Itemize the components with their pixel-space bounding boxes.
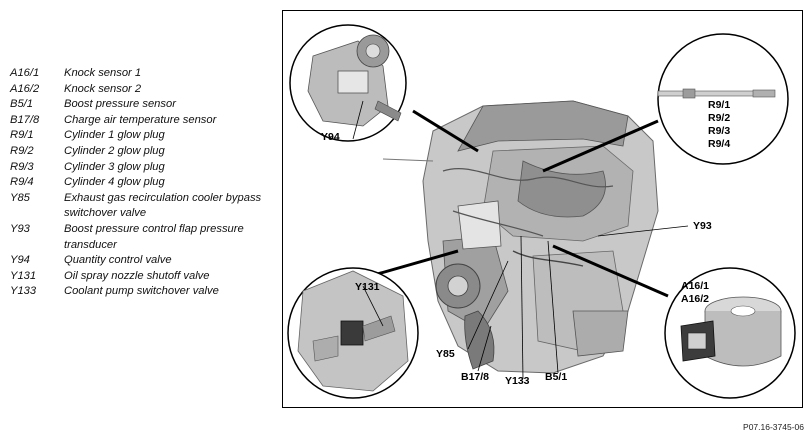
engine-diagram: Y94 R9/1 R9/2 R9/3 R9/4 Y93 A16/1 A16/2 …	[282, 10, 803, 408]
legend-description: Oil spray nozzle shutoff valve	[64, 269, 210, 282]
legend-code: A16/1	[10, 67, 40, 79]
legend-description: Quantity control valve	[64, 254, 172, 267]
legend-description: Charge air temperature sensor	[64, 113, 217, 126]
legend-code: R9/1	[10, 129, 34, 142]
legend-row: A16/1 Knock sensor 1	[10, 66, 275, 82]
callout-y133: Y133	[505, 375, 530, 387]
legend-description: Cylinder 4 glow plug	[64, 176, 165, 189]
legend-code: B17/8	[10, 113, 40, 126]
y131-detail-circle	[287, 249, 459, 399]
callout-a16-2: A16/2	[681, 293, 710, 305]
leader-lines	[352, 100, 689, 380]
callout-y94: Y94	[321, 131, 340, 143]
legend-description: Boost pressure control flap pressure tra…	[64, 222, 244, 251]
legend-row: R9/3 Cylinder 3 glow plug	[10, 160, 275, 176]
legend-code: R9/4	[10, 176, 34, 189]
legend-code: Y93	[10, 222, 30, 235]
legend-description: Cylinder 3 glow plug	[64, 160, 165, 173]
legend-row: Y133 Coolant pump switchover valve	[10, 284, 275, 300]
legend-code: B5/1	[10, 98, 34, 111]
callout-r9-3: R9/3	[708, 125, 731, 137]
legend-row: B17/8 Charge air temperature sensor	[10, 113, 275, 129]
engine-block	[382, 100, 659, 374]
callout-r9-1: R9/1	[708, 99, 731, 111]
callout-a16: A16/1 A16/2	[681, 280, 709, 306]
legend-description: Coolant pump switchover valve	[64, 285, 219, 298]
component-legend: A16/1 Knock sensor 1 A16/2 Knock sensor 2 B5…	[10, 66, 275, 300]
legend-code: R9/2	[10, 144, 34, 157]
legend-description: Exhaust gas recirculation cooler bypass …	[64, 191, 262, 220]
figure-reference-code: P07.16-3745-06	[743, 422, 804, 432]
legend-code: A16/2	[10, 82, 40, 95]
engine-illustration	[287, 24, 796, 399]
legend-code: Y133	[10, 285, 37, 298]
legend-row: Y94 Quantity control valve	[10, 253, 275, 269]
legend-row: A16/2 Knock sensor 2	[10, 82, 275, 98]
callout-r9-2: R9/2	[708, 112, 731, 124]
legend-row: R9/2 Cylinder 2 glow plug	[10, 144, 275, 160]
legend-description: Knock sensor 2	[64, 82, 142, 95]
y94-detail-circle	[289, 24, 479, 153]
callout-b5-1: B5/1	[545, 371, 568, 383]
callout-y131: Y131	[355, 281, 380, 293]
legend-description: Cylinder 1 glow plug	[64, 129, 165, 142]
a16-detail-circle	[552, 244, 796, 399]
legend-code: Y94	[10, 254, 30, 267]
legend-row: R9/1 Cylinder 1 glow plug	[10, 128, 275, 144]
callout-r9-4: R9/4	[708, 138, 731, 150]
r9-detail-circle	[542, 33, 789, 173]
legend-row: Y131 Oil spray nozzle shutoff valve	[10, 269, 275, 285]
legend-row: Y93 Boost pressure control flap pressure …	[10, 222, 275, 253]
callout-r9: R9/1 R9/2 R9/3 R9/4	[708, 99, 730, 151]
callout-y85: Y85	[436, 348, 455, 360]
legend-row: Y85 Exhaust gas recirculation cooler bypa…	[10, 191, 275, 222]
legend-description: Boost pressure sensor	[64, 98, 176, 111]
legend-row: B5/1 Boost pressure sensor	[10, 97, 275, 113]
legend-row: R9/4 Cylinder 4 glow plug	[10, 175, 275, 191]
callout-a16-1: A16/1	[681, 280, 710, 292]
legend-code: R9/3	[10, 160, 34, 173]
legend-description: Cylinder 2 glow plug	[64, 144, 165, 157]
callout-b17-8: B17/8	[461, 371, 490, 383]
callout-y93: Y93	[693, 220, 712, 232]
legend-code: Y131	[10, 269, 37, 282]
legend-code: Y85	[10, 191, 30, 204]
legend-description: Knock sensor 1	[64, 67, 142, 79]
